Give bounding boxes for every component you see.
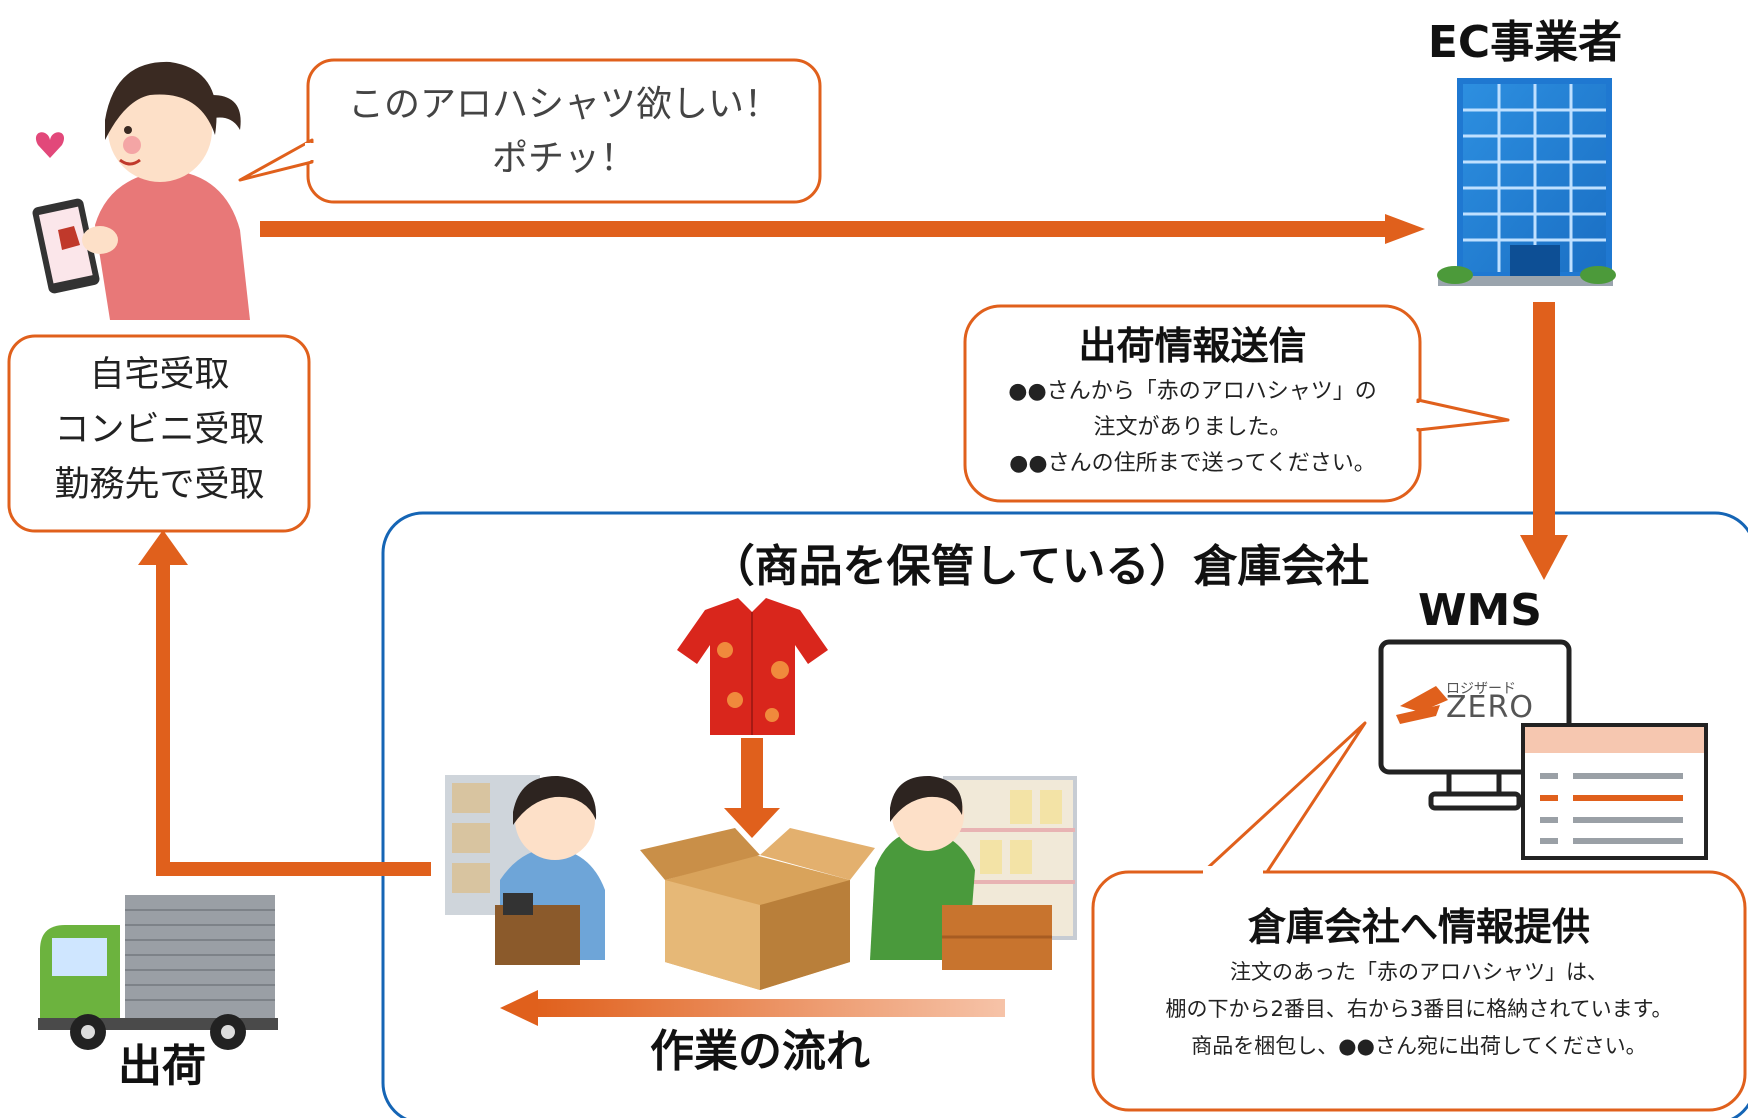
shipping-info-title: 出荷情報送信	[1078, 324, 1307, 368]
receive-option-convenience-store: コンビニ受取	[54, 410, 265, 450]
ec-title: EC事業者	[1427, 17, 1623, 68]
warehouse-info-line-1: 注文のあった「赤のアロハシャツ」は、	[1230, 960, 1608, 984]
customer-speech-bubble	[238, 58, 822, 204]
ec-to-wms-arrow	[1520, 302, 1568, 580]
workflow-arrow	[500, 990, 1005, 1026]
receive-option-workplace: 勤務先で受取	[54, 465, 265, 505]
shipment-label: 出荷	[118, 1041, 206, 1092]
warehouse-info-text: 倉庫会社へ情報提供 注文のあった「赤のアロハシャツ」は、 棚の下から2番目、右か…	[1096, 900, 1742, 1065]
customer-speech-text: このアロハシャツ欲しい！ ポチッ！	[310, 78, 818, 186]
shipping-info-bubble	[963, 304, 1510, 503]
warehouse-frame	[381, 511, 1748, 1118]
wms-title: WMS	[1417, 585, 1542, 636]
wms-document-icon	[1521, 723, 1708, 860]
warehouse-info-line-3: 商品を梱包し、●●さん宛に出荷してください。	[1191, 1034, 1647, 1058]
shipment-path-arrow	[138, 530, 431, 876]
aloha-shirt-icon	[677, 598, 828, 735]
right-worker-illustration	[870, 775, 1077, 970]
order-arrow	[260, 214, 1425, 244]
customer-illustration	[32, 61, 250, 320]
wms-logo-big-text: ZERO	[1446, 690, 1534, 725]
warehouse-info-bubble	[1091, 721, 1747, 1112]
receive-option-home: 自宅受取	[89, 355, 230, 395]
left-worker-illustration	[445, 775, 605, 965]
cardboard-box-icon	[640, 828, 875, 990]
warehouse-info-line-2: 棚の下から2番目、右から3番目に格納されています。	[1165, 997, 1673, 1021]
wms-logo-small-text: ロジザード	[1446, 681, 1516, 697]
speech-line-2: ポチッ！	[491, 138, 636, 179]
workflow-label: 作業の流れ	[650, 1026, 870, 1077]
shipping-info-line-1: ●●さんから「赤のアロハシャツ」の	[1008, 379, 1377, 404]
ec-building-icon	[1437, 78, 1616, 286]
warehouse-title: （商品を保管している）倉庫会社	[710, 541, 1370, 592]
shipping-info-text: 出荷情報送信 ●●さんから「赤のアロハシャツ」の 注文がありました。 ●●さんの…	[970, 318, 1415, 482]
truck-icon	[38, 895, 278, 1050]
shirt-to-box-arrow	[724, 738, 780, 838]
receive-options-box	[7, 334, 311, 533]
warehouse-info-title: 倉庫会社へ情報提供	[1247, 905, 1590, 949]
shipping-info-line-2: 注文がありました。	[1093, 415, 1292, 440]
speech-line-1: このアロハシャツ欲しい！	[347, 84, 780, 125]
wms-monitor-icon	[1378, 639, 1572, 811]
receive-options-list: 自宅受取 コンビニ受取 勤務先で受取	[12, 348, 307, 513]
shipping-info-line-3: ●●さんの住所まで送ってください。	[1009, 451, 1376, 476]
